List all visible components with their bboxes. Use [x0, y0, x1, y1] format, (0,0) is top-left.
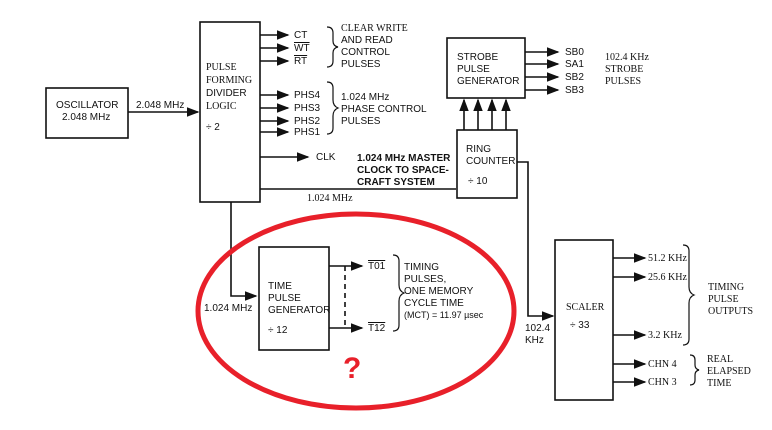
ring-line-2: COUNTER	[466, 156, 516, 167]
sb2-label: SB2	[565, 72, 584, 83]
t12-label: T12	[368, 323, 386, 334]
pulse-forming-block	[199, 21, 261, 203]
chn-desc-2: ELAPSED	[707, 366, 751, 377]
strobe-line-2: PULSE	[457, 64, 490, 75]
ring-to-scaler-wire	[517, 161, 555, 321]
control-brace	[326, 26, 339, 68]
chn-desc-1: REAL	[707, 354, 734, 365]
strobe-line-3: GENERATOR	[457, 76, 520, 87]
t01-label: T01	[368, 261, 386, 272]
strobe-desc-3: PULSES	[605, 76, 642, 87]
sb3-label: SB3	[565, 85, 584, 96]
control-desc-4: PULSES	[341, 59, 381, 70]
chn-brace	[689, 354, 700, 386]
strobe-desc-1: 102.4 KHz	[605, 52, 649, 63]
tpg-desc-1: TIMING	[404, 262, 439, 273]
rt-label: RT	[294, 56, 308, 67]
scaler-line-1: SCALER	[566, 302, 605, 313]
pfdl-line-1: PULSE	[206, 62, 237, 73]
pfdl-line-2: FORMING	[206, 75, 253, 86]
pfdl-to-tpg-wire	[230, 202, 258, 301]
scaler-desc-1: TIMING	[708, 282, 745, 293]
strobe-line-1: STROBE	[457, 52, 499, 63]
sa1-label: SA1	[565, 59, 584, 70]
phase-brace	[326, 81, 340, 135]
ring-counter-block	[456, 129, 518, 199]
tpg-in-label: 1.024 MHz	[204, 303, 253, 314]
scaler-out-51k: 51.2 KHz	[648, 253, 687, 264]
tpg-divisor: ÷ 12	[268, 325, 288, 336]
ring-line-1: RING	[466, 144, 491, 155]
tpg-line-3: GENERATOR	[268, 305, 331, 316]
chn-desc-3: TIME	[707, 378, 732, 389]
scaler-output-brace	[682, 244, 696, 346]
ring-in-label: 1.024 MHz	[307, 193, 353, 204]
strobe-block	[446, 37, 526, 99]
wt-label: WT	[294, 43, 310, 54]
osc-out-label: 2.048 MHz	[136, 100, 185, 111]
timing-brace	[392, 254, 406, 332]
time-pulse-block	[258, 246, 330, 351]
master-clock-1: 1.024 MHz MASTER	[357, 153, 451, 164]
clk-label: CLK	[316, 152, 336, 163]
tpg-desc-4: CYCLE TIME	[404, 298, 464, 309]
oscillator-label: OSCILLATOR	[56, 100, 119, 111]
scaler-divisor: ÷ 33	[570, 320, 590, 331]
scaler-in-1: 102.4	[525, 323, 551, 334]
oscillator-freq: 2.048 MHz	[62, 112, 111, 123]
scaler-out-25k: 25.6 KHz	[648, 272, 687, 283]
phs3-label: PHS3	[294, 103, 321, 114]
pfdl-divisor: ÷ 2	[206, 122, 220, 133]
scaler-in-2: KHz	[525, 335, 544, 346]
highlight-oval	[195, 211, 517, 411]
tpg-line-2: PULSE	[268, 293, 301, 304]
control-desc-2: AND READ	[341, 35, 393, 46]
strobe-desc-2: STROBE	[605, 64, 644, 75]
phase-desc-1: 1.024 MHz	[341, 92, 390, 103]
ct-label: CT	[294, 30, 308, 41]
scaler-block	[554, 239, 614, 401]
chn4-label: CHN 4	[648, 359, 677, 370]
tpg-desc-3: ONE MEMORY	[404, 286, 474, 297]
control-desc-1: CLEAR WRITE	[341, 23, 408, 34]
master-clock-3: CRAFT SYSTEM	[357, 177, 435, 188]
tpg-desc-5: (MCT) = 11.97 µsec	[404, 310, 484, 320]
ring-divisor: ÷ 10	[468, 176, 488, 187]
phs1-label: PHS1	[294, 127, 321, 138]
scaler-desc-2: PULSE	[708, 294, 739, 305]
pfdl-line-4: LOGIC	[206, 101, 237, 112]
master-clock-2: CLOCK TO SPACE-	[357, 165, 449, 176]
question-mark-annotation: ?	[343, 352, 362, 385]
scaler-desc-3: OUTPUTS	[708, 306, 754, 317]
chn3-label: CHN 3	[648, 377, 677, 388]
phase-desc-3: PULSES	[341, 116, 381, 127]
phs4-label: PHS4	[294, 90, 321, 101]
scaler-out-3k: 3.2 KHz	[648, 330, 682, 341]
tpg-desc-2: PULSES,	[404, 274, 447, 285]
control-desc-3: CONTROL	[341, 47, 390, 58]
pfdl-line-3: DIVIDER	[206, 88, 247, 99]
tpg-line-1: TIME	[268, 281, 292, 292]
phase-desc-2: PHASE CONTROL	[341, 104, 427, 115]
sb0-label: SB0	[565, 47, 584, 58]
oscillator-block	[45, 87, 129, 139]
phs2-label: PHS2	[294, 116, 321, 127]
